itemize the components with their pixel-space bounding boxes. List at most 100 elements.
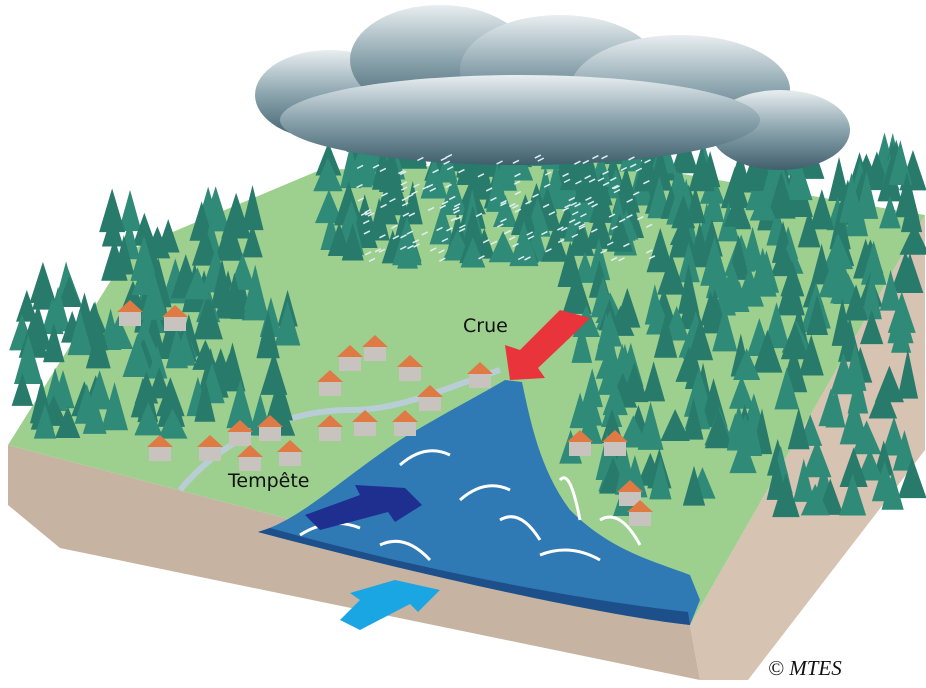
tree: [688, 222, 712, 268]
tree: [776, 267, 805, 316]
tree: [729, 281, 750, 313]
tree: [223, 272, 245, 319]
raindrop: [379, 167, 387, 173]
tree: [184, 267, 211, 300]
tree: [266, 374, 293, 421]
house-roof: [392, 410, 418, 422]
raindrop: [532, 193, 539, 198]
tree: [16, 289, 38, 322]
tree: [856, 448, 884, 481]
tree: [671, 195, 696, 229]
raindrop: [611, 225, 618, 230]
tree: [772, 473, 800, 518]
tree: [589, 172, 613, 206]
raindrop: [563, 178, 571, 184]
raindrop: [611, 184, 619, 190]
raindrop: [618, 218, 626, 223]
raindrop: [637, 215, 644, 221]
house-roof: [162, 305, 188, 317]
tempete-label: Tempête: [228, 470, 310, 492]
tree: [688, 146, 715, 192]
raindrop: [537, 157, 545, 162]
raindrop: [543, 183, 551, 188]
raindrop: [574, 202, 581, 208]
tree: [241, 184, 264, 231]
raindrop: [356, 164, 364, 170]
raindrop: [591, 228, 598, 233]
tree: [860, 240, 887, 285]
raindrop: [500, 218, 507, 223]
raindrop: [389, 197, 396, 203]
raindrop: [450, 217, 458, 222]
tree: [653, 313, 678, 358]
tree: [646, 227, 674, 273]
raindrop: [613, 185, 620, 190]
tree: [897, 457, 926, 499]
raindrop: [482, 238, 490, 244]
house: [279, 450, 301, 466]
tree: [766, 171, 796, 219]
tree: [541, 224, 569, 262]
tree: [887, 297, 914, 344]
tree: [861, 270, 882, 320]
house: [394, 420, 416, 436]
house-roof: [277, 440, 303, 452]
tree: [800, 483, 830, 516]
house-roof: [147, 435, 173, 447]
raindrop: [601, 154, 608, 160]
front-soil-face: [8, 445, 700, 680]
tree: [99, 308, 122, 351]
tree: [891, 318, 912, 353]
raindrop: [500, 199, 507, 205]
raindrop: [391, 224, 398, 229]
tree: [157, 382, 186, 427]
raindrop: [427, 206, 435, 212]
tree: [669, 209, 698, 258]
raindrop: [557, 226, 564, 231]
house-roof: [602, 430, 628, 442]
raindrop: [413, 183, 420, 188]
tree: [585, 204, 614, 249]
raindrop: [362, 219, 370, 225]
tree: [637, 401, 664, 450]
raindrop: [514, 172, 521, 178]
tree: [657, 253, 686, 295]
raindrop: [609, 176, 617, 182]
water-depth: [258, 528, 690, 625]
raindrop: [629, 163, 637, 168]
wave: [558, 476, 582, 521]
tree: [571, 322, 593, 363]
tree: [471, 152, 495, 200]
tree: [567, 220, 595, 256]
tree: [340, 143, 362, 189]
tree: [256, 310, 280, 359]
tree: [806, 294, 829, 336]
raindrop: [632, 191, 640, 196]
tree: [660, 409, 690, 441]
storm-cloud: [255, 5, 850, 170]
raindrop: [453, 203, 461, 208]
raindrop: [534, 154, 542, 159]
raindrop: [597, 177, 605, 182]
raindrop: [368, 257, 376, 263]
raindrop: [512, 159, 520, 165]
raindrop: [587, 200, 595, 206]
house: [419, 395, 441, 411]
raindrop: [568, 218, 576, 224]
sea-arrow: [340, 580, 440, 630]
raindrop: [503, 230, 511, 235]
tree: [642, 361, 666, 402]
tree: [687, 318, 714, 361]
raindrop: [513, 180, 521, 185]
raindrop: [606, 241, 614, 246]
tree: [101, 382, 129, 431]
tree: [397, 234, 418, 269]
raindrop: [458, 227, 466, 233]
tree: [683, 398, 704, 440]
raindrop: [364, 208, 371, 214]
tree: [873, 440, 894, 476]
raindrop: [548, 211, 556, 216]
raindrop: [512, 242, 519, 248]
raindrop: [412, 239, 420, 244]
raindrop: [432, 168, 439, 174]
